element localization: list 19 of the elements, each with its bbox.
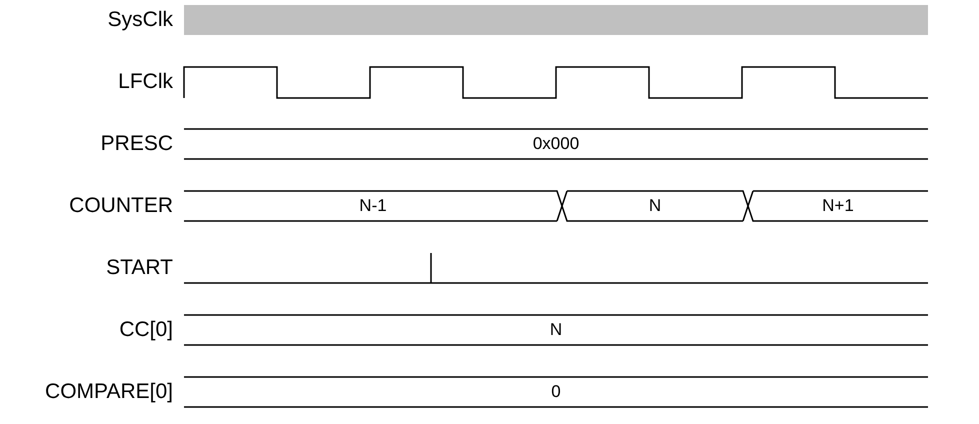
signal-name: SysClk [108,8,173,32]
signal-name: COUNTER [69,194,173,218]
signal-name: START [106,256,173,280]
signal-name: CC[0] [119,318,173,342]
bus-value-segment [184,191,562,221]
signal-name: PRESC [100,132,173,156]
signal-name: COMPARE[0] [45,380,173,404]
bus-value-segment [562,191,748,221]
bus-value: N [648,196,662,216]
bus-value: N [548,320,564,340]
bus-value: N+1 [821,196,855,216]
bus-value: N-1 [358,196,388,216]
bus-value: 0x000 [532,134,580,154]
bus-value-segment [184,129,928,159]
signal-name: LFClk [118,70,173,94]
bus-value: 0 [550,382,562,402]
bus-value-segment [184,315,928,345]
bus-value-segment [748,191,928,221]
bus-value-segment [184,377,928,407]
